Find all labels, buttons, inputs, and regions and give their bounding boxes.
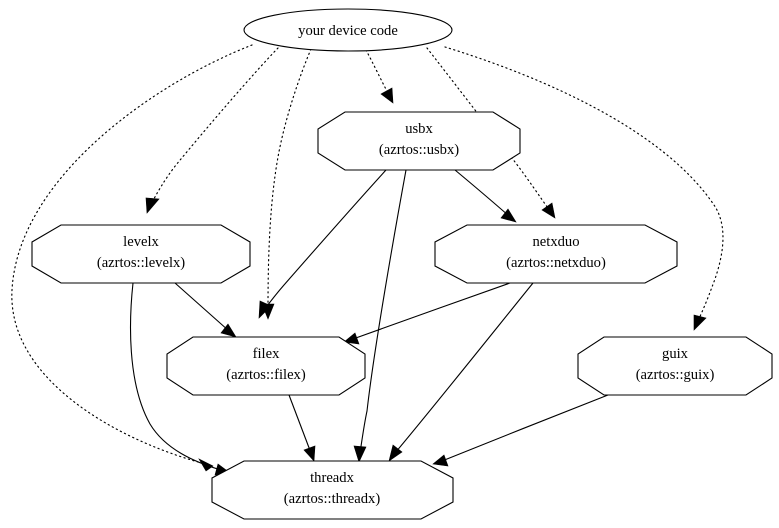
node-levelx-label-line2: (azrtos::levelx) [97, 255, 185, 271]
node-guix-label-line1: guix [662, 346, 689, 362]
edge-usbx-threadx [353, 169, 407, 463]
edge-usbx-filex [258, 169, 387, 319]
node-threadx[interactable]: threadx (azrtos::threadx) [211, 460, 454, 520]
node-levelx-shape [31, 224, 251, 284]
edge-device-usbx [365, 49, 394, 104]
node-levelx-label-line1: levelx [123, 234, 159, 250]
node-usbx-label-line2: (azrtos::usbx) [379, 142, 459, 158]
node-usbx-shape [317, 111, 521, 171]
node-filex-shape [166, 336, 366, 396]
node-netxduo[interactable]: netxduo (azrtos::netxduo) [434, 224, 678, 284]
node-levelx[interactable]: levelx (azrtos::levelx) [31, 224, 251, 284]
node-your-device-code[interactable]: your device code [243, 8, 453, 52]
node-guix-shape [577, 336, 773, 396]
node-layer: your device code usbx (azrtos::usbx) lev… [31, 8, 773, 520]
node-netxduo-shape [434, 224, 678, 284]
node-your-device-code-shape [243, 8, 453, 52]
edge-guix-threadx [432, 394, 609, 467]
edge-netxduo-threadx [388, 282, 534, 462]
edge-device-filex [261, 48, 312, 320]
node-threadx-label-line1: threadx [310, 470, 354, 486]
edge-device-guix [444, 46, 724, 331]
node-threadx-shape [211, 460, 454, 520]
edge-filex-threadx [288, 394, 316, 462]
edge-netxduo-filex [343, 282, 511, 345]
edge-device-netxduo [426, 47, 556, 219]
edge-usbx-netxduo [454, 169, 517, 223]
node-guix[interactable]: guix (azrtos::guix) [577, 336, 773, 396]
node-filex[interactable]: filex (azrtos::filex) [166, 336, 366, 396]
edge-device-levelx [145, 47, 279, 214]
node-guix-label-line2: (azrtos::guix) [636, 367, 715, 383]
node-netxduo-label-line1: netxduo [532, 234, 579, 250]
node-usbx-label-line1: usbx [405, 121, 433, 137]
node-filex-label-line1: filex [253, 346, 280, 362]
node-filex-label-line2: (azrtos::filex) [226, 367, 306, 383]
node-usbx[interactable]: usbx (azrtos::usbx) [317, 111, 521, 171]
node-your-device-code-label-line1: your device code [298, 23, 398, 39]
edge-levelx-filex [174, 282, 237, 338]
node-netxduo-label-line2: (azrtos::netxduo) [506, 255, 606, 271]
node-threadx-label-line2: (azrtos::threadx) [284, 491, 381, 507]
edge-layer [11, 44, 724, 476]
